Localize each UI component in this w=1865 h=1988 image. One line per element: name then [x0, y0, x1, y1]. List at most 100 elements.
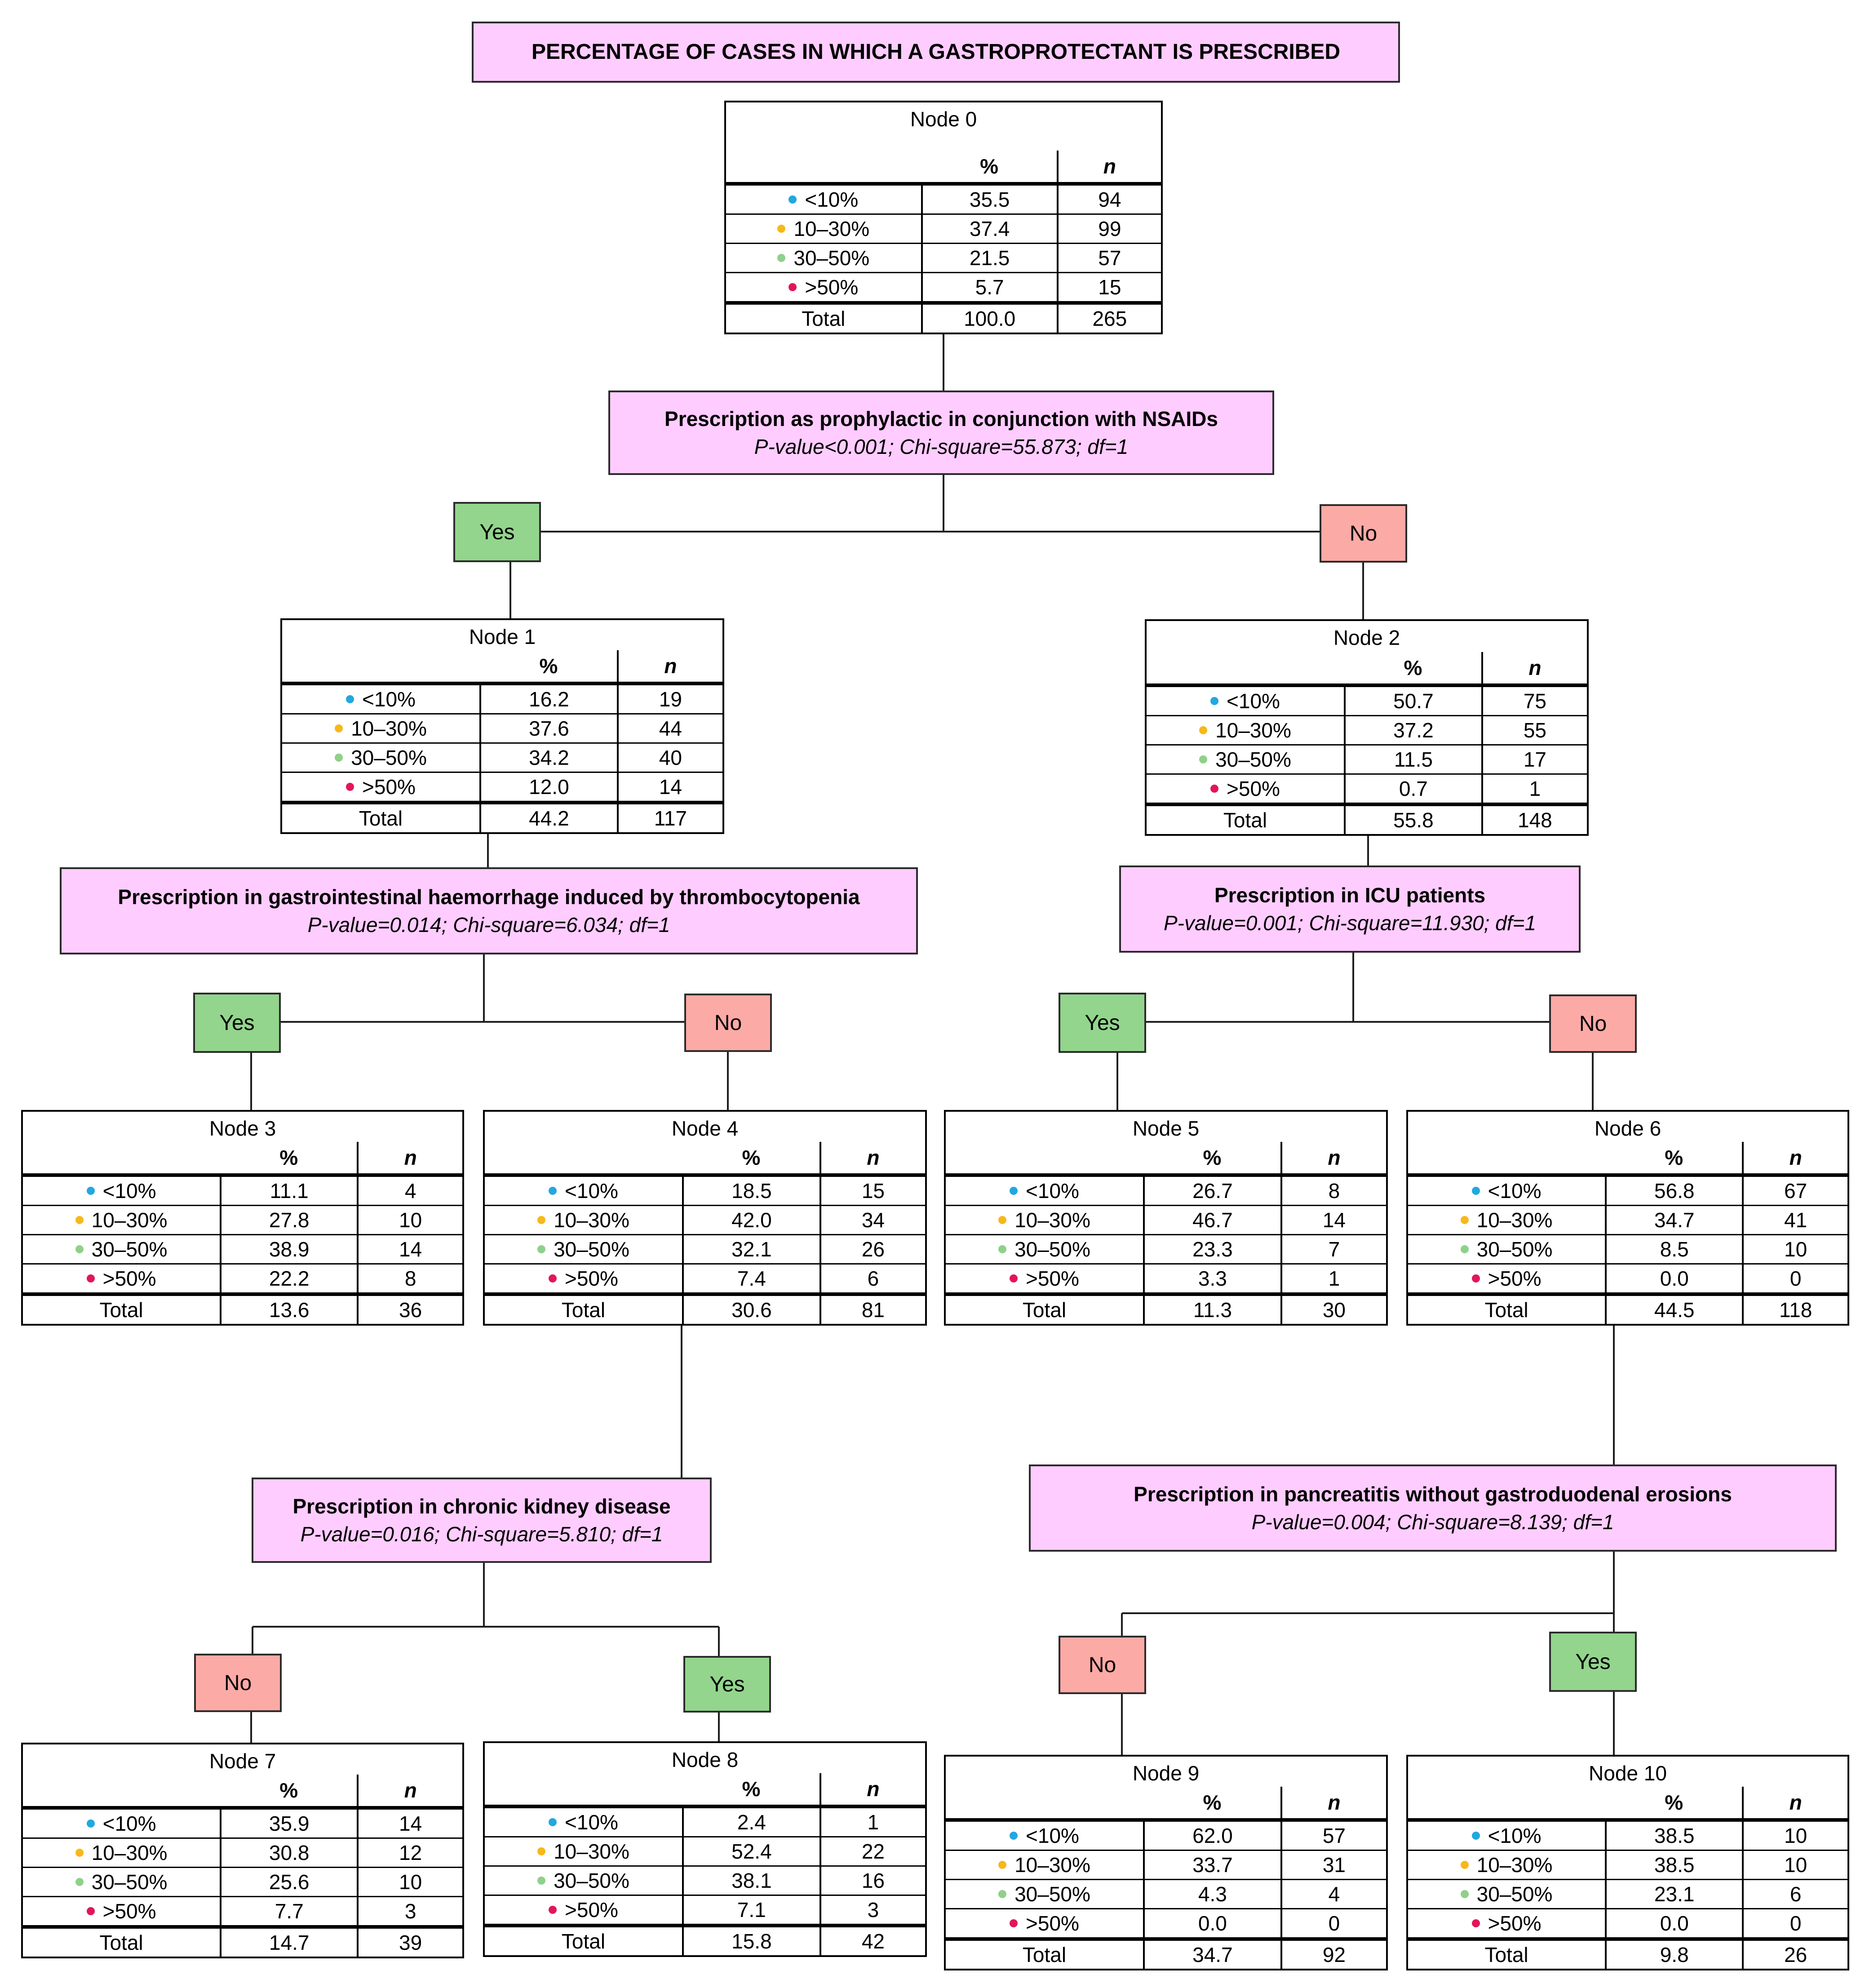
- category-label: >50%: [102, 1899, 156, 1923]
- category-label: 30–50%: [554, 1869, 629, 1892]
- pct-header: %: [221, 1142, 359, 1177]
- total-n: 92: [1322, 1943, 1346, 1966]
- category-label: <10%: [1227, 689, 1280, 713]
- total-n: 265: [1092, 307, 1127, 330]
- category-label: >50%: [1026, 1267, 1079, 1290]
- category-label: 30–50%: [1014, 1238, 1090, 1261]
- pct-cell: 0.7: [1345, 774, 1483, 806]
- n-cell: 31: [1281, 1850, 1386, 1880]
- total-label: Total: [726, 303, 923, 333]
- total-label: Total: [1147, 804, 1346, 834]
- chart-title-text: PERCENTAGE OF CASES IN WHICH A GASTROPRO…: [531, 40, 1341, 64]
- category-dot-icon: [789, 195, 797, 204]
- pct-cell: 25.6: [221, 1867, 359, 1897]
- n-cell: 26: [820, 1234, 925, 1265]
- node-title: Node 1: [469, 625, 536, 648]
- split-title: Prescription in gastrointestinal haemorr…: [118, 885, 860, 909]
- category-label: 10–30%: [1476, 1208, 1553, 1232]
- category-label: <10%: [102, 1179, 156, 1203]
- category-label: 10–30%: [351, 717, 427, 740]
- category-label: 10–30%: [1215, 719, 1291, 742]
- pct-cell: 30.8: [221, 1838, 359, 1868]
- pct-header: %: [921, 151, 1059, 186]
- n-cell: 1: [1482, 774, 1587, 806]
- category-label: 10–30%: [554, 1840, 629, 1863]
- n-cell: 14: [358, 1234, 462, 1265]
- pct-cell: 38.5: [1606, 1850, 1744, 1880]
- n-header: n: [1057, 151, 1161, 186]
- category-dot-icon: [998, 1216, 1007, 1224]
- category-label: 30–50%: [91, 1870, 168, 1894]
- n-cell: 40: [617, 743, 722, 773]
- branch-yes-pancreatitis: Yes: [1549, 1632, 1637, 1692]
- total-n: 26: [1784, 1943, 1807, 1966]
- pct-cell: 18.5: [683, 1175, 821, 1206]
- split-icu: Prescription in ICU patients P-value=0.0…: [1119, 865, 1581, 953]
- n-header: n: [617, 650, 722, 685]
- n-cell: 22: [820, 1837, 925, 1867]
- node-title: Node 9: [1132, 1762, 1200, 1785]
- category-label: <10%: [1026, 1179, 1079, 1203]
- pct-cell: 11.5: [1345, 745, 1483, 775]
- split-stats: P-value=0.014; Chi-square=6.034; df=1: [307, 913, 670, 936]
- n-header: n: [820, 1142, 925, 1177]
- category-dot-icon: [1460, 1216, 1469, 1224]
- category-dot-icon: [346, 695, 354, 703]
- pct-cell: 46.7: [1144, 1205, 1282, 1235]
- split-stats: P-value=0.004; Chi-square=8.139; df=1: [1251, 1510, 1614, 1534]
- category-dot-icon: [777, 253, 786, 262]
- n-cell: 10: [1743, 1234, 1847, 1265]
- category-dot-icon: [1010, 1274, 1018, 1282]
- pct-cell: 7.1: [683, 1895, 821, 1927]
- pct-header: %: [1144, 1142, 1282, 1177]
- category-dot-icon: [75, 1245, 84, 1253]
- category-dot-icon: [537, 1847, 546, 1855]
- pct-header: %: [480, 650, 619, 685]
- chart-title: PERCENTAGE OF CASES IN WHICH A GASTROPRO…: [472, 22, 1400, 83]
- pct-cell: 8.5: [1606, 1234, 1744, 1265]
- category-dot-icon: [1210, 697, 1219, 705]
- category-dot-icon: [75, 1848, 84, 1857]
- n-header: n: [820, 1773, 925, 1808]
- category-dot-icon: [1460, 1245, 1469, 1253]
- node-title: Node 5: [1132, 1117, 1200, 1140]
- category-label: 10–30%: [1014, 1208, 1090, 1232]
- pct-cell: 37.6: [480, 714, 619, 744]
- category-dot-icon: [777, 224, 786, 233]
- category-dot-icon: [1010, 1919, 1018, 1927]
- pct-cell: 11.1: [221, 1175, 359, 1206]
- pct-cell: 5.7: [921, 272, 1059, 305]
- n-cell: 8: [358, 1264, 462, 1296]
- branch-yes-nsaids: Yes: [453, 502, 541, 562]
- category-dot-icon: [1460, 1860, 1469, 1869]
- branch-no-ckd: No: [194, 1654, 282, 1712]
- total-n: 30: [1322, 1298, 1346, 1322]
- total-pct: 34.7: [1144, 1939, 1282, 1969]
- total-label: Total: [23, 1927, 222, 1957]
- category-dot-icon: [1471, 1919, 1480, 1927]
- category-label: 30–50%: [351, 746, 427, 769]
- n-cell: 8: [1281, 1175, 1386, 1206]
- pct-cell: 0.0: [1606, 1908, 1744, 1941]
